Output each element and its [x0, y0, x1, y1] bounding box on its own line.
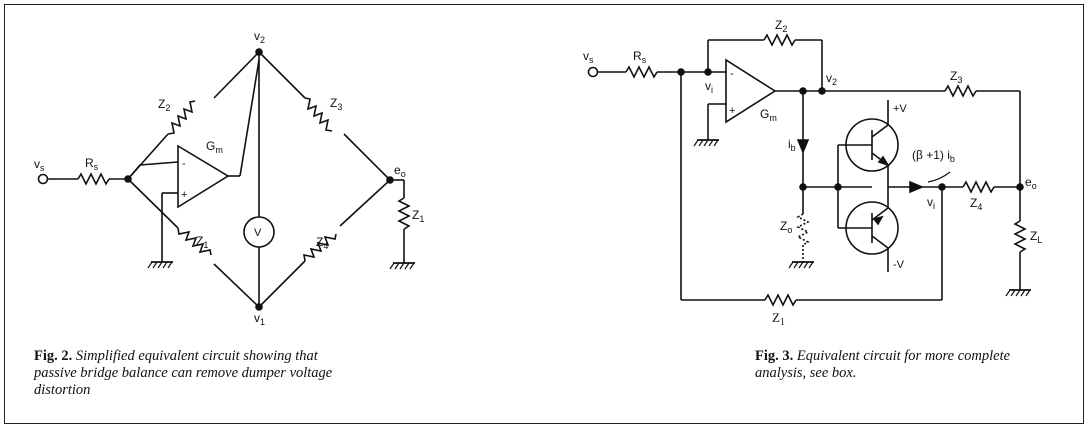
fig2-label-z4: Z4 — [316, 235, 328, 251]
fig2-label-plus: + — [181, 189, 187, 201]
fig2-rs-resistor — [77, 172, 110, 186]
fig2-label-meter: V — [254, 227, 262, 239]
fig3-z1-resistor — [764, 293, 797, 307]
fig3-label-z1: Z1 — [772, 310, 785, 328]
fig3-label-vi: vi — [705, 79, 713, 95]
fig2-label-v1: v1 — [254, 311, 265, 327]
fig3-label-z2: Z2 — [775, 18, 787, 34]
fig3-emitter-node — [938, 183, 946, 191]
fig3-label-zl: ZL — [1030, 229, 1042, 245]
fig3-labels: vs Rs Z2 vi - + Gm v2 Z3 ib +V -V (β +1)… — [583, 18, 1042, 328]
fig2-label-gm: Gm — [206, 139, 223, 155]
fig3-circuit — [587, 33, 1032, 307]
fig3-beta-pointer — [927, 171, 951, 183]
fig3-caption-number: Fig. 3. — [755, 348, 794, 364]
fig3-zl-resistor — [1013, 220, 1027, 253]
fig3-opamp — [725, 58, 777, 124]
fig3-z2-resistor — [763, 33, 796, 47]
fig3-z4-resistor — [962, 180, 995, 194]
fig3-label-gm: Gm — [760, 107, 777, 123]
fig2-label-z1-right: Z1 — [412, 208, 424, 224]
fig2-caption-number: Fig. 2. — [34, 348, 73, 364]
fig3-label-minus-v: -V — [893, 259, 905, 271]
fig3-label-vs: vs — [583, 49, 594, 65]
fig3-zo-resistor — [796, 213, 810, 246]
fig3-label-eo: eo — [1025, 175, 1037, 191]
fig3-ib-arrow — [796, 139, 810, 155]
fig2-circuit — [37, 48, 416, 311]
fig3-label-v2: v2 — [826, 71, 837, 87]
fig2-label-minus: - — [182, 158, 186, 170]
fig2-label-vs: vs — [34, 157, 45, 173]
fig3-label-plus-v: +V — [893, 103, 907, 115]
fig3-label-plus: + — [729, 105, 735, 117]
fig3-label-ib: ib — [788, 137, 796, 153]
fig3-caption-text: Equivalent circuit for more complete ana… — [755, 348, 1011, 381]
fig2-opamp — [177, 144, 230, 209]
fig2-z1-resistor — [177, 227, 212, 256]
fig2-label-rs: Rs — [85, 156, 99, 172]
fig3-label-zo: Zo — [780, 219, 792, 235]
fig3-input-terminal — [587, 66, 599, 78]
fig2-label-z2: Z2 — [158, 97, 170, 113]
fig2-caption: Fig. 2. Simplified equivalent circuit sh… — [34, 348, 364, 399]
fig3-z3-resistor — [944, 84, 977, 98]
fig3-label-z4: Z4 — [970, 196, 982, 212]
fig2-label-z1-left: Z1 — [196, 234, 208, 250]
fig3-rs-resistor — [625, 65, 658, 79]
fig3-v2-node — [818, 87, 826, 95]
fig3-label-rs: Rs — [633, 49, 647, 65]
fig3-output-arrow — [909, 180, 925, 194]
fig2-input-terminal — [37, 173, 49, 185]
fig3-label-vi-out: vi — [927, 195, 935, 211]
fig2-z1-right-resistor — [397, 197, 411, 230]
figure-frame — [4, 4, 1084, 424]
fig3-label-z3: Z3 — [950, 69, 962, 85]
fig2-label-eo: eo — [394, 163, 406, 179]
fig2-label-z3: Z3 — [330, 96, 342, 112]
fig2-z2-resistor — [167, 100, 196, 135]
fig2-label-v2: v2 — [254, 29, 265, 45]
fig2-z4-resistor — [303, 233, 337, 262]
fig2-z3-resistor — [304, 97, 333, 132]
fig2-labels: vs Rs Z2 Gm - + v2 Z3 eo Z1 Z1 V Z4 v1 — [34, 29, 424, 327]
fig3-caption: Fig. 3. Equivalent circuit for more comp… — [755, 348, 1055, 382]
fig2-caption-text: Simplified equivalent circuit showing th… — [34, 348, 333, 398]
fig3-label-beta: (β +1) ib — [912, 148, 955, 164]
fig3-label-minus: - — [730, 68, 734, 80]
